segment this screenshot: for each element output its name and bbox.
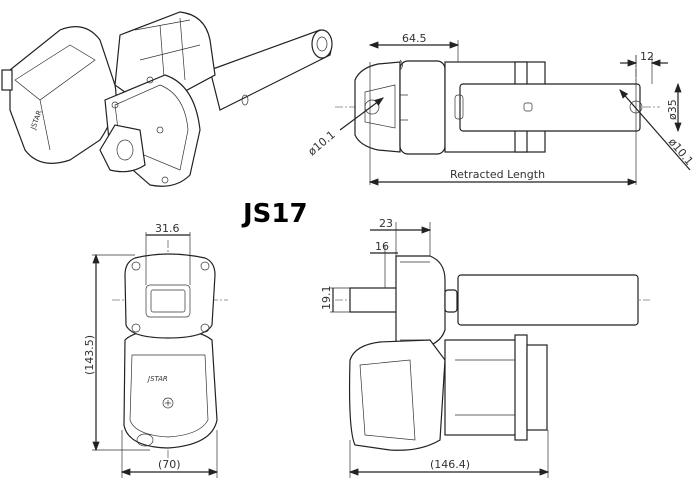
front-view: JSTAR 31.6 (143.5) (70) xyxy=(83,222,228,478)
dim-offset-23: 23 xyxy=(379,217,393,230)
dim-retracted-length: Retracted Length xyxy=(450,168,545,181)
dim-front-hole: ø10.1 xyxy=(666,136,696,168)
dim-overall: (146.4) xyxy=(430,458,470,471)
side-view: 23 16 19.1 (146.4) xyxy=(320,217,650,478)
dim-rear-hole: ø10.1 xyxy=(306,128,338,158)
isometric-view: JSTAR xyxy=(1,11,333,187)
model-title: JS17 xyxy=(241,199,308,229)
dim-width-top: 31.6 xyxy=(155,222,180,235)
dim-shaft: 19.1 xyxy=(320,286,333,311)
top-right-view: 64.5 12 ø35 ø10.1 ø10.1 Retracted Length xyxy=(306,32,696,186)
dim-body-length: 64.5 xyxy=(402,32,427,45)
dim-rod-diameter: ø35 xyxy=(666,99,679,120)
logo-front: JSTAR xyxy=(146,375,168,383)
dim-rod-end-offset: 12 xyxy=(640,50,654,63)
dim-offset-16: 16 xyxy=(375,240,389,253)
dim-height: (143.5) xyxy=(83,335,96,375)
dim-width: (70) xyxy=(158,458,181,471)
